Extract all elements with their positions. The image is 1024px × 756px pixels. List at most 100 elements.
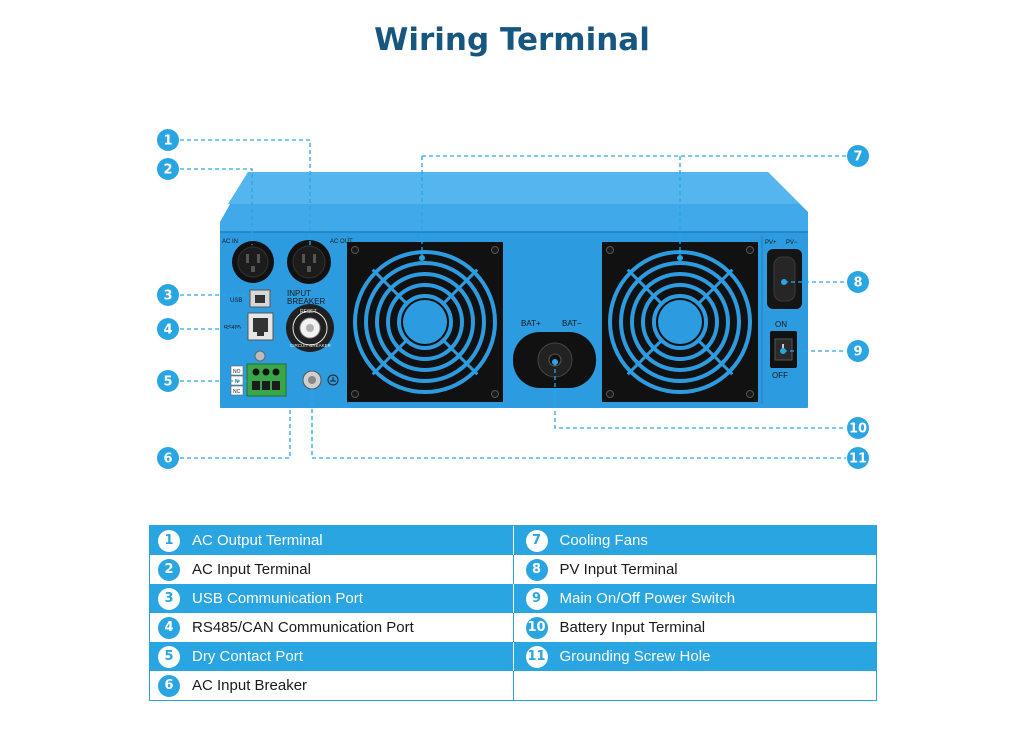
legend-cell <box>514 671 877 700</box>
callout-badge-1 <box>157 129 179 151</box>
pv-input-terminal <box>767 249 802 309</box>
legend-row: 2 AC Input Terminal 8 PV Input Terminal <box>150 555 876 584</box>
leader-line-1 <box>180 139 311 248</box>
callout-number-8: 8 <box>853 276 862 291</box>
legend-cell: 10 Battery Input Terminal <box>514 613 877 642</box>
on-label: ON <box>775 320 787 329</box>
legend-badge-10: 10 <box>525 616 548 639</box>
ac-output-terminal <box>287 240 331 284</box>
dry-contact-label-0: NO <box>233 369 241 375</box>
callout-number-6: 6 <box>163 452 172 467</box>
ac-out-label: AC OUT <box>330 239 353 245</box>
ac-in-label: AC IN <box>222 239 238 245</box>
legend-badge-2: 2 <box>158 558 180 581</box>
legend-divider <box>512 584 514 613</box>
leader-line-6 <box>180 408 291 459</box>
legend-row: 3 USB Communication Port 9 Main On/Off Powe… <box>150 584 876 613</box>
legend-badge-3: 3 <box>158 587 180 610</box>
page-title: Wiring Terminal <box>374 22 650 58</box>
bat-plus-label: BAT+ <box>521 319 541 328</box>
legend-row: 1 AC Output Terminal 7 Cooling Fans <box>150 526 876 555</box>
callout-number-5: 5 <box>163 375 172 390</box>
legend-label-6: AC Input Breaker <box>192 677 308 694</box>
legend-divider <box>512 526 514 555</box>
legend-badge-5: 5 <box>158 645 180 668</box>
legend-label-3: USB Communication Port <box>192 590 363 607</box>
pv-plus-label: PV+ <box>765 240 777 246</box>
breaker-label: BREAKER <box>287 297 325 306</box>
callout-number-11: 11 <box>849 452 867 467</box>
legend-divider <box>512 613 514 642</box>
legend-row: 5 Dry Contact Port 11 Grounding Screw Hole <box>150 642 876 671</box>
legend-label-7: Cooling Fans <box>559 532 648 549</box>
legend-divider <box>512 671 514 700</box>
legend-label-11: Grounding Screw Hole <box>559 648 711 665</box>
callout-badge-2 <box>157 158 179 180</box>
callout-number-10: 10 <box>849 422 867 437</box>
legend-divider <box>512 642 514 671</box>
legend-badge-7: 7 <box>525 529 548 552</box>
circuit-breaker-label: CIRCUIT BREAKER <box>290 343 332 348</box>
callout-badge-5 <box>157 370 179 392</box>
legend-badge-11: 11 <box>525 645 548 668</box>
legend-label-4: RS485/CAN Communication Port <box>192 619 414 636</box>
legend-badge-1: 1 <box>158 529 180 552</box>
callout-number-4: 4 <box>163 323 172 338</box>
pv-minus-label: PV− <box>786 240 798 246</box>
callout-badge-11 <box>847 447 869 469</box>
bat-minus-label: BAT− <box>562 319 582 328</box>
callout-badge-10 <box>847 417 869 439</box>
leader-line-2 <box>180 168 253 245</box>
legend-cell: 3 USB Communication Port <box>150 584 513 613</box>
legend-badge-9: 9 <box>525 587 548 610</box>
callout-badge-4 <box>157 318 179 340</box>
legend-cell: 8 PV Input Terminal <box>514 555 877 584</box>
reset-label: RESET <box>300 309 317 315</box>
callout-number-2: 2 <box>163 163 172 178</box>
usb-port <box>249 289 271 308</box>
legend-table: 1 AC Output Terminal 7 Cooling Fans 2 AC Inpu… <box>149 525 877 701</box>
legend-cell: 9 Main On/Off Power Switch <box>514 584 877 613</box>
off-label: OFF <box>772 371 788 380</box>
callout-badge-6 <box>157 447 179 469</box>
callout-number-7: 7 <box>853 150 862 165</box>
legend-label-5: Dry Contact Port <box>192 648 303 665</box>
callout-badge-7 <box>847 145 869 167</box>
input-label: INPUT <box>287 289 311 298</box>
usb-label: USB <box>230 298 242 304</box>
legend-label-2: AC Input Terminal <box>192 561 311 578</box>
cooling-fan-left <box>347 242 503 402</box>
legend-label-1: AC Output Terminal <box>192 532 323 549</box>
leader-line-11 <box>311 388 846 459</box>
legend-badge-8: 8 <box>525 558 548 581</box>
leader-lines <box>180 139 846 459</box>
legend-cell: 7 Cooling Fans <box>514 526 877 555</box>
callout-number-9: 9 <box>853 345 862 360</box>
callout-number-3: 3 <box>163 289 172 304</box>
dry-contact-label-2: NC <box>233 389 241 395</box>
cooling-fan-right <box>602 242 758 402</box>
callout-badge-3 <box>157 284 179 306</box>
dry-contact-port <box>230 350 287 397</box>
legend-label-10: Battery Input Terminal <box>559 619 706 636</box>
callout-badge-9 <box>847 340 869 362</box>
legend-label-9: Main On/Off Power Switch <box>559 590 736 607</box>
callout-number-1: 1 <box>163 134 172 149</box>
legend-cell: 5 Dry Contact Port <box>150 642 513 671</box>
callout-badges: 1 2 3 4 5 6 7 8 9 10 11 <box>157 129 869 469</box>
leader-line-10 <box>554 362 846 429</box>
rs485-port <box>247 312 274 341</box>
legend-label-8: PV Input Terminal <box>559 561 678 578</box>
rs485-label: RS485 <box>224 325 241 331</box>
legend-divider <box>512 555 514 584</box>
ac-input-terminal <box>232 241 274 283</box>
callout-badge-8 <box>847 271 869 293</box>
ac-input-breaker <box>286 304 334 352</box>
legend-cell: 1 AC Output Terminal <box>150 526 513 555</box>
grounding-screw-hole <box>302 370 339 390</box>
leader-dots <box>419 255 787 365</box>
